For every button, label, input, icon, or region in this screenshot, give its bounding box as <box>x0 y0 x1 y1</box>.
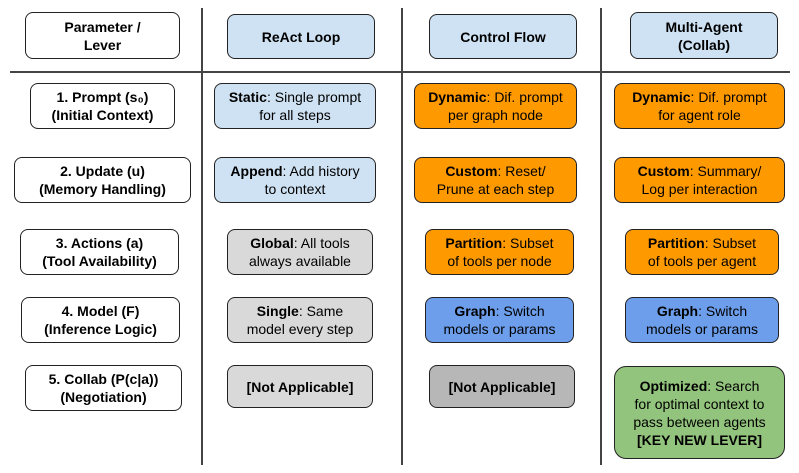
column-divider-2 <box>401 8 403 465</box>
cell-multi-model: Graph: Switch models or params <box>625 297 779 343</box>
cell-multi-update: Custom: Summary/ Log per interaction <box>614 157 785 203</box>
cell-control-collab: [Not Applicable] <box>429 365 575 408</box>
row-label-prompt: 1. Prompt (s₀) (Initial Context) <box>30 83 175 129</box>
cell-multi-collab: Optimized: Search for optimal context to… <box>614 366 785 459</box>
cell-control-model: Graph: Switch models or params <box>425 297 574 343</box>
row-label-actions: 3. Actions (a) (Tool Availability) <box>20 229 179 275</box>
row-label-update: 2. Update (u) (Memory Handling) <box>14 157 191 203</box>
cell-multi-actions: Partition: Subset of tools per agent <box>625 229 779 275</box>
column-divider-3 <box>600 8 602 465</box>
row-label-collab: 5. Collab (P(c|a)) (Negotiation) <box>25 365 182 411</box>
cell-multi-prompt: Dynamic: Dif. prompt for agent role <box>614 83 785 129</box>
header-multi-agent: Multi-Agent (Collab) <box>630 12 778 59</box>
cell-react-actions: Global: All tools always available <box>227 229 373 275</box>
header-parameter: Parameter / Lever <box>25 12 180 59</box>
header-control-flow: Control Flow <box>429 14 577 59</box>
cell-react-prompt: Static: Single prompt for all steps <box>214 83 376 129</box>
cell-react-model: Single: Same model every step <box>227 297 373 343</box>
row-label-model: 4. Model (F) (Inference Logic) <box>21 297 180 343</box>
key-new-lever-label: [KEY NEW LEVER] <box>637 431 762 448</box>
cell-react-collab: [Not Applicable] <box>227 365 373 408</box>
cell-control-update: Custom: Reset/ Prune at each step <box>414 157 577 203</box>
cell-react-update: Append: Add history to context <box>214 157 376 203</box>
cell-control-prompt: Dynamic: Dif. prompt per graph node <box>414 83 577 129</box>
header-divider <box>10 71 790 73</box>
column-divider-1 <box>201 8 203 465</box>
cell-control-actions: Partition: Subset of tools per node <box>425 229 574 275</box>
header-react-loop: ReAct Loop <box>227 14 375 59</box>
